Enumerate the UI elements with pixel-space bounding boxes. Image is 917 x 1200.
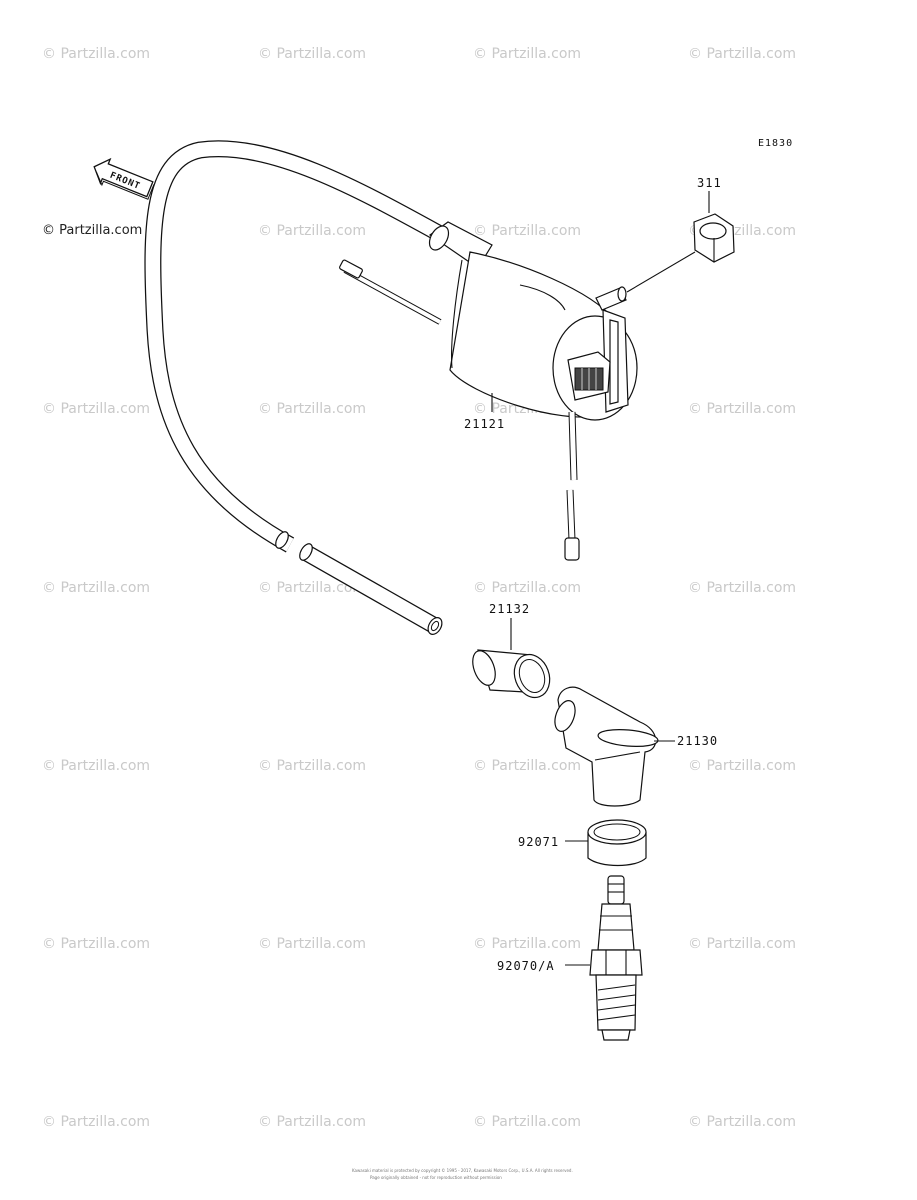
watermark: © Partzilla.com xyxy=(258,758,366,774)
watermark: © Partzilla.com xyxy=(258,401,366,417)
watermark: © Partzilla.com xyxy=(42,46,150,62)
leader-lines xyxy=(491,191,710,966)
diagram-code: E1830 xyxy=(758,138,793,149)
watermark: © Partzilla.com xyxy=(42,1114,150,1130)
high-tension-lead xyxy=(144,140,445,635)
copyright-label: © Partzilla.com xyxy=(42,223,142,238)
callout-21132: 21132 xyxy=(489,602,530,616)
watermark: © Partzilla.com xyxy=(688,936,796,952)
watermark: © Partzilla.com xyxy=(688,758,796,774)
watermark: © Partzilla.com xyxy=(473,936,581,952)
callout-21130: 21130 xyxy=(677,734,718,748)
watermark: © Partzilla.com xyxy=(688,1114,796,1130)
watermark: © Partzilla.com xyxy=(473,1114,581,1130)
watermark: © Partzilla.com xyxy=(42,580,150,596)
watermark: © Partzilla.com xyxy=(258,46,366,62)
plug-cap-21130 xyxy=(554,686,659,807)
footer-line: Kawasaki material is protected by copyri… xyxy=(352,1168,573,1173)
watermark: © Partzilla.com xyxy=(258,580,366,596)
callout-92071: 92071 xyxy=(518,835,559,849)
spark-plug-92070a xyxy=(589,875,643,1041)
watermark: © Partzilla.com xyxy=(42,936,150,952)
callout-21121: 21121 xyxy=(464,417,505,431)
seal-92071 xyxy=(587,819,647,867)
watermark: © Partzilla.com xyxy=(688,580,796,596)
watermark: © Partzilla.com xyxy=(42,401,150,417)
footer-line: Page originally obtained - not for repro… xyxy=(370,1175,502,1180)
watermark: © Partzilla.com xyxy=(473,580,581,596)
callout-92070a: 92070/A xyxy=(497,959,555,973)
callout-311: 311 xyxy=(697,176,722,190)
watermark: © Partzilla.com xyxy=(473,758,581,774)
front-arrow-icon: FRONT xyxy=(93,157,155,200)
watermark: © Partzilla.com xyxy=(258,1114,366,1130)
sleeve-21132 xyxy=(472,649,551,699)
watermark: © Partzilla.com xyxy=(688,401,796,417)
nut-311 xyxy=(626,213,735,293)
watermark: © Partzilla.com xyxy=(688,46,796,62)
watermark: © Partzilla.com xyxy=(258,936,366,952)
watermark: © Partzilla.com xyxy=(473,223,581,239)
watermark: © Partzilla.com xyxy=(258,223,366,239)
watermark: © Partzilla.com xyxy=(42,758,150,774)
ignition-coil xyxy=(339,221,638,561)
watermark: © Partzilla.com xyxy=(473,46,581,62)
